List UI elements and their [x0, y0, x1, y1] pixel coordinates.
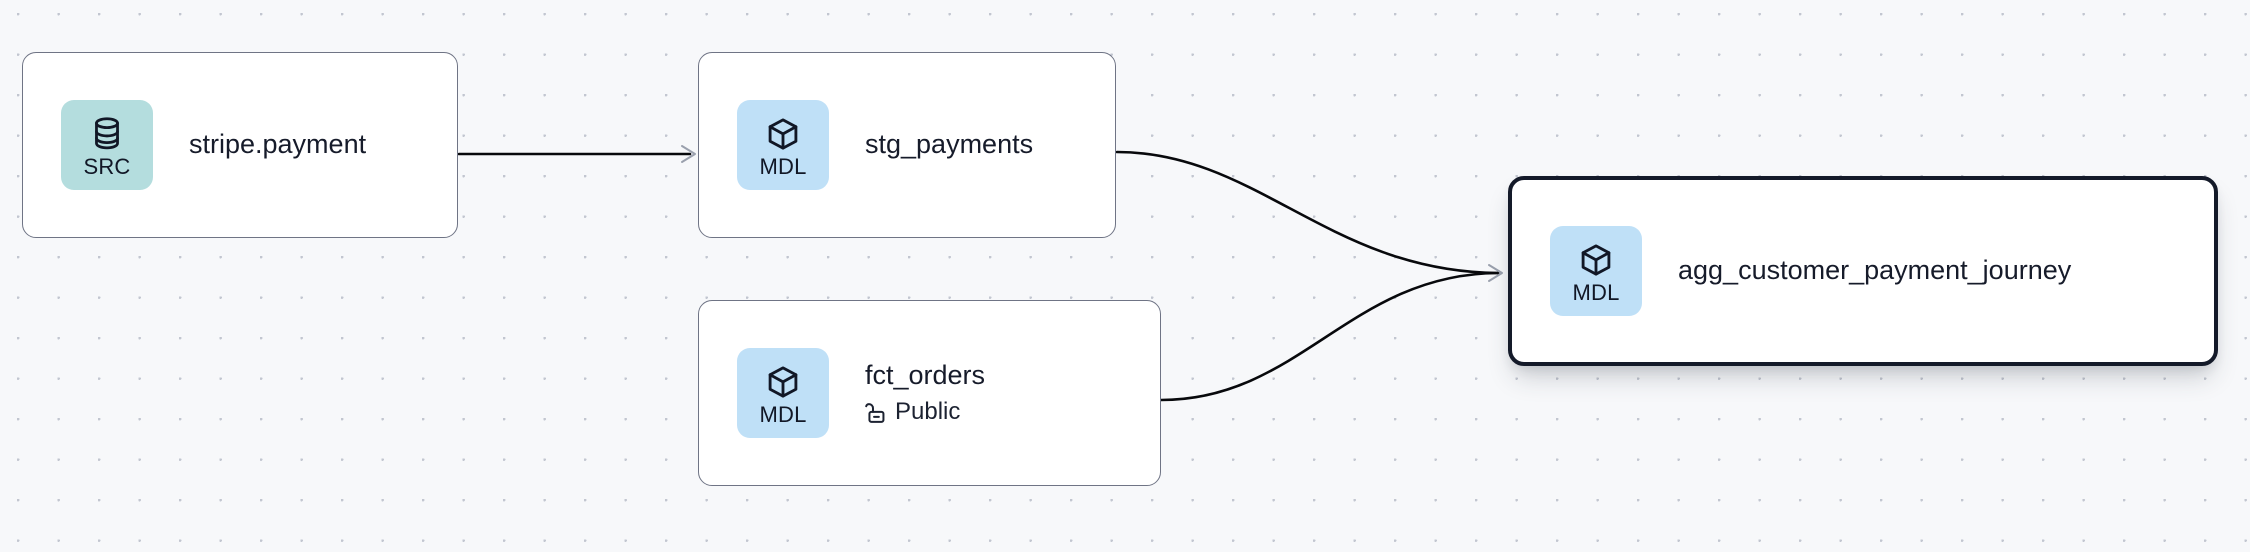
badge-mdl: MDL	[737, 348, 829, 438]
node-stg-payments[interactable]: MDL stg_payments	[698, 52, 1116, 238]
node-body: agg_customer_payment_journey	[1678, 255, 2071, 287]
node-title: fct_orders	[865, 360, 986, 391]
edge-stripe-to-stg-arrowhead	[681, 145, 696, 163]
node-visibility-label: Public	[895, 398, 961, 426]
badge-mdl: MDL	[737, 100, 829, 190]
badge-label: MDL	[759, 153, 807, 179]
node-visibility: Public	[865, 398, 985, 426]
node-agg-customer-payment-journey[interactable]: MDL agg_customer_payment_journey	[1508, 176, 2218, 366]
badge-label: MDL	[759, 401, 807, 427]
badge-mdl: MDL	[1550, 226, 1642, 316]
node-body: fct_orders Public	[865, 360, 985, 425]
badge-label: MDL	[1572, 279, 1620, 305]
node-body: stg_payments	[865, 129, 1033, 161]
badge-label: SRC	[83, 153, 131, 179]
cube-icon	[765, 116, 801, 152]
node-title: stg_payments	[865, 129, 1034, 160]
edge-into-agg-arrowhead	[1488, 264, 1503, 282]
edge-stg-to-agg	[1115, 150, 1500, 275]
node-title: stripe.payment	[189, 129, 367, 160]
node-body: stripe.payment	[189, 129, 366, 161]
badge-src: SRC	[61, 100, 153, 190]
node-fct-orders[interactable]: MDL fct_orders Public	[698, 300, 1161, 486]
edge-fct-to-agg	[1159, 271, 1500, 402]
unlocked-padlock-icon	[865, 401, 886, 424]
cube-icon	[765, 364, 801, 400]
database-icon	[90, 116, 124, 152]
node-title: agg_customer_payment_journey	[1678, 255, 2072, 286]
node-stripe-payment[interactable]: SRC stripe.payment	[22, 52, 458, 238]
cube-icon	[1578, 242, 1614, 278]
